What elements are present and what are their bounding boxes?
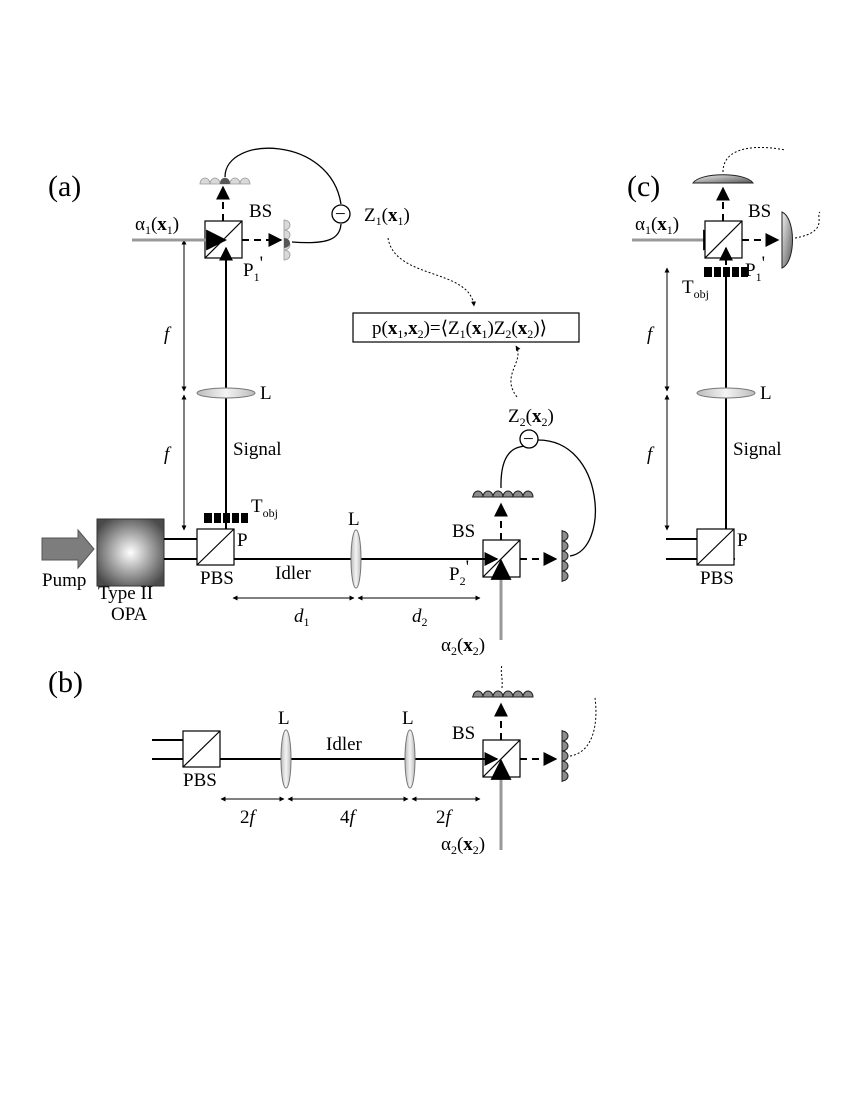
bs-label-b: BS — [452, 723, 475, 744]
bs-label-signal-a: BS — [249, 201, 272, 222]
bucket-detector-right-c — [781, 211, 793, 269]
wire-top-a — [224, 147, 342, 205]
label-2f-left-b: 2f — [240, 807, 258, 828]
lens-label-2-b: L — [402, 708, 414, 729]
pump-label: Pump — [42, 570, 86, 591]
pump-arrow — [41, 528, 95, 570]
detector-array-top-idler-a — [472, 490, 534, 498]
p1prime-label-a: P1' — [243, 253, 263, 284]
opa-label-line1: Type II — [98, 583, 153, 604]
bs-label-idler-a: BS — [452, 521, 475, 542]
f-label-lower-c: f — [647, 444, 655, 465]
minus-sign-2: − — [523, 429, 534, 450]
p-label-a: P — [237, 530, 248, 551]
subtractor-2 — [519, 429, 539, 449]
z2-label: Z2(x2) — [508, 406, 554, 429]
lens-signal-a — [196, 387, 256, 399]
wire-right-b — [569, 697, 597, 757]
d1-label: d1 — [294, 606, 310, 629]
detector-array-right-b — [561, 730, 569, 782]
alpha1-label-a: α1(x1) — [135, 214, 179, 237]
opa-crystal — [96, 518, 165, 587]
detector-array-right-a — [283, 219, 291, 261]
signal-label-c: Signal — [733, 439, 782, 460]
alpha2-label-a: α2(x2) — [441, 635, 485, 658]
wire-right-c — [794, 211, 821, 239]
idler-label-a: Idler — [275, 563, 312, 584]
opa-label-line2: OPA — [111, 604, 148, 625]
pbs-b — [182, 730, 221, 768]
bucket-detector-top-c — [692, 174, 754, 184]
lens-label-1-b: L — [278, 708, 290, 729]
lens-label-c: L — [760, 383, 772, 404]
pbs-a — [196, 528, 235, 566]
f-label-upper-c: f — [647, 324, 655, 345]
wire-top-idler-a — [500, 445, 529, 489]
alpha1-label-c: α1(x1) — [635, 214, 679, 237]
dotted-z2-to-corr — [510, 345, 521, 398]
signal-label-a: Signal — [233, 439, 282, 460]
detector-array-right-idler-a — [561, 530, 569, 582]
lens-1-b — [280, 729, 292, 789]
idler-label-b: Idler — [326, 734, 363, 755]
label-2f-right-b: 2f — [436, 807, 454, 828]
alpha2-label-b: α2(x2) — [441, 834, 485, 857]
p-label-c: P — [737, 530, 748, 551]
detector-array-top-a — [199, 177, 251, 185]
correlator-box — [352, 312, 580, 343]
lens-idler-a — [350, 529, 362, 589]
bs-label-c: BS — [748, 201, 771, 222]
f-label-upper-a: f — [164, 324, 172, 345]
wire-right-idler-a — [537, 439, 596, 557]
panel-b-label: (b) — [48, 666, 83, 699]
lens-2-b — [404, 729, 416, 789]
f-label-lower-a: f — [164, 444, 172, 465]
t-obj-label-c: Tobj — [682, 277, 709, 301]
z1-label: Z1(x1) — [364, 205, 410, 228]
pbs-label-c: PBS — [700, 568, 734, 589]
t-obj-label-a: Tobj — [251, 496, 278, 520]
correlator-formula: p(x1,x2)=⟨Z1(x1)Z2(x2)⟩ — [372, 318, 547, 341]
pbs-c — [696, 528, 735, 566]
pbs-label-a: PBS — [200, 568, 234, 589]
panel-c-label: (c) — [627, 170, 660, 203]
lens-label-idler-a: L — [348, 509, 360, 530]
bs-c — [704, 220, 743, 259]
d2-label: d2 — [412, 606, 428, 629]
minus-sign-1: − — [335, 204, 346, 225]
panel-a-label: (a) — [48, 170, 81, 203]
object-mask-c — [704, 267, 748, 277]
dotted-z1-to-corr — [387, 237, 477, 307]
lens-signal-c — [696, 387, 756, 399]
detector-array-top-b — [472, 690, 534, 698]
lens-label-signal-a: L — [260, 383, 272, 404]
wire-top-c — [722, 146, 786, 173]
object-mask-a — [204, 513, 248, 523]
wire-top-b — [500, 664, 503, 689]
label-4f-b: 4f — [340, 807, 358, 828]
p2prime-label-a: P2' — [449, 557, 469, 588]
subtractor-1 — [331, 204, 351, 224]
pbs-label-b: PBS — [183, 770, 217, 791]
p1prime-label-c: P1' — [745, 253, 765, 284]
wire-right-a — [291, 223, 342, 244]
